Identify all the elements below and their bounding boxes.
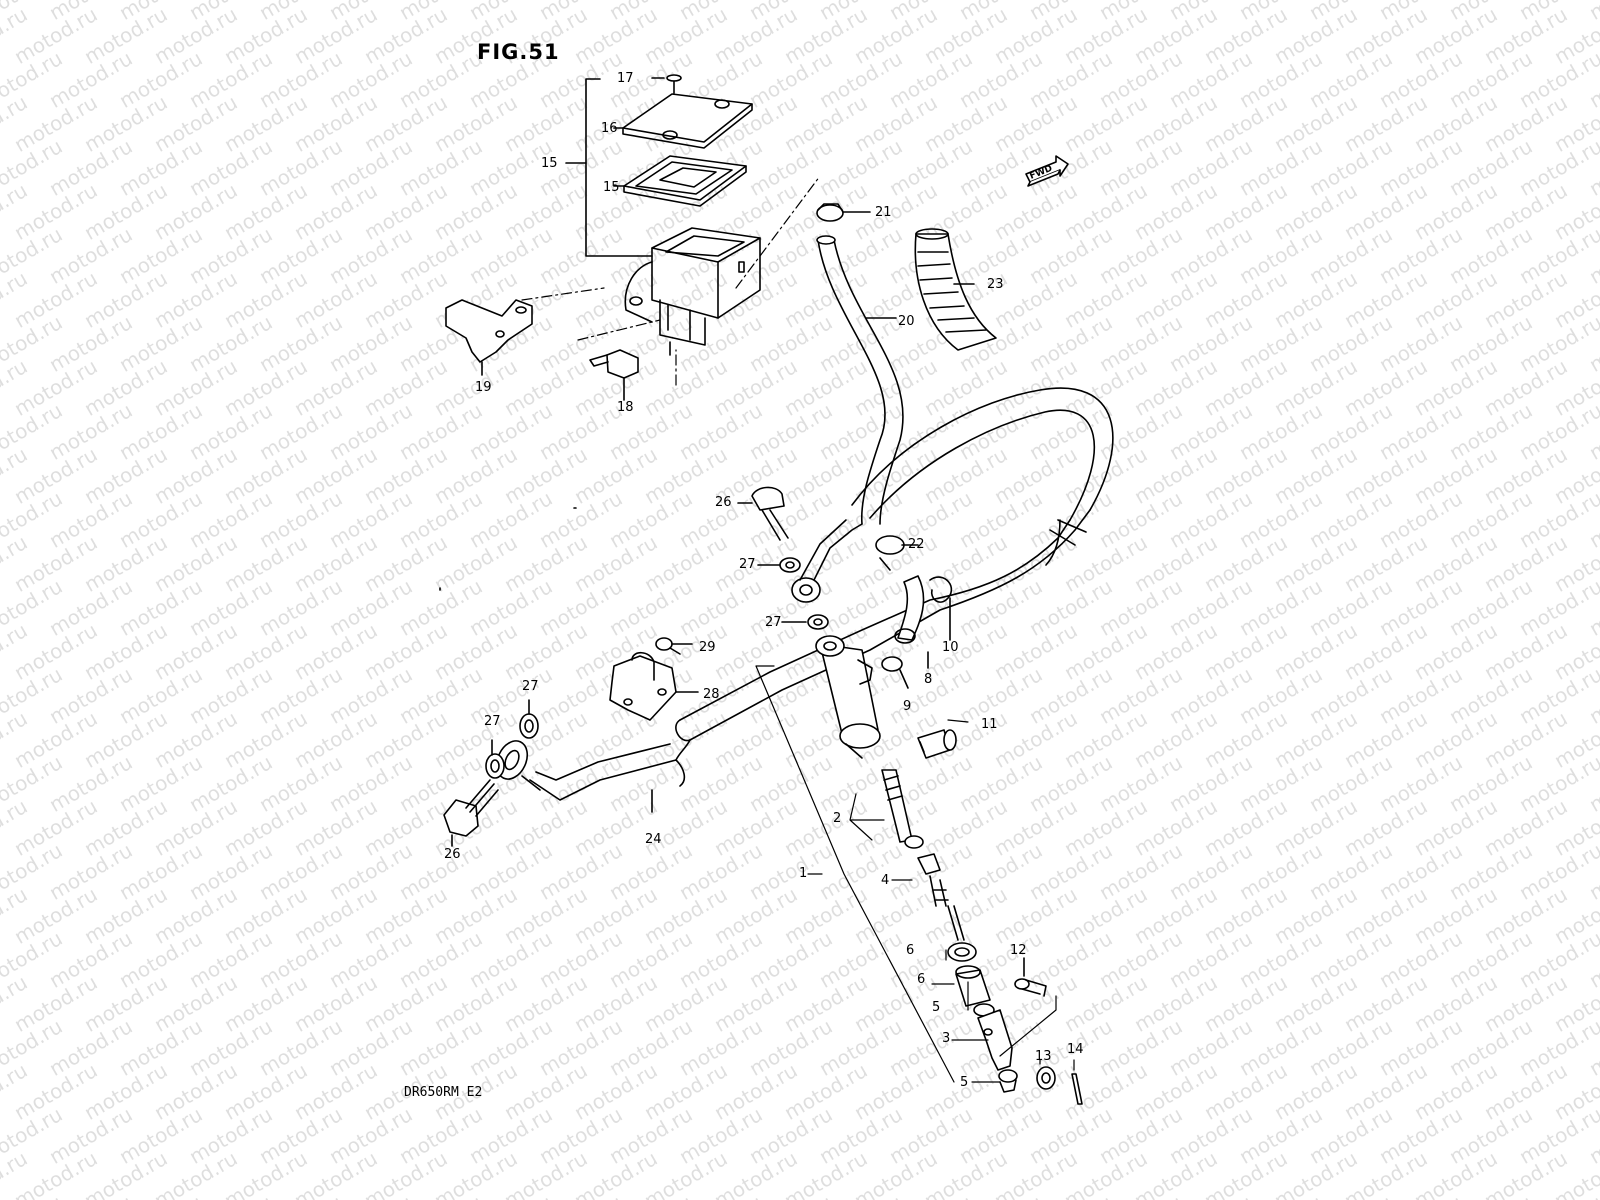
callout-16: 15	[603, 180, 620, 195]
callout-27-lower-left: 27	[484, 714, 501, 729]
callout-17: 16	[601, 121, 618, 136]
callout-7: 6	[906, 943, 915, 958]
callout-24: 23	[987, 277, 1004, 292]
callout-4: 4	[881, 873, 890, 888]
callout-12: 12	[1010, 943, 1027, 958]
bolt-19-drawing	[589, 349, 639, 401]
reservoir-cap-17-drawing	[613, 93, 753, 149]
callout-15: 15	[541, 156, 558, 171]
nut-6-drawing	[955, 965, 991, 1007]
fwd-arrow-drawing	[1025, 155, 1069, 187]
callout-9: 9	[903, 699, 912, 714]
circlip-10-drawing	[929, 576, 953, 641]
leader-lines	[755, 665, 1075, 1083]
callout-22: 21	[875, 205, 892, 220]
brake-hose-25-drawing	[529, 387, 1114, 813]
callout-20: 19	[475, 380, 492, 395]
reservoir-body-15-drawing	[624, 227, 761, 356]
figure-title: FIG.51	[477, 40, 560, 64]
callout-19: 18	[617, 400, 634, 415]
callout-6: 6	[917, 972, 926, 987]
diaphragm-16-drawing	[613, 155, 747, 207]
callout-26-upper: 26	[715, 495, 732, 510]
clevis-3-drawing	[977, 1009, 1013, 1071]
alignment-lines	[521, 175, 821, 386]
callout-5-lower: 5	[960, 1075, 969, 1090]
bracket-20-drawing	[445, 299, 533, 376]
callout-8: 8	[924, 672, 933, 687]
callout-23: 22	[908, 537, 925, 552]
leader-15-bracket	[585, 78, 653, 257]
callout-27-middle: 27	[765, 615, 782, 630]
callout-14: 14	[1067, 1042, 1084, 1057]
joint-8-drawing	[894, 575, 929, 669]
nut-5-drawing-b	[998, 1069, 1018, 1093]
callout-28: 28	[703, 687, 720, 702]
callout-27-lower-right: 27	[522, 679, 539, 694]
screw-18-drawing	[651, 74, 682, 94]
clamp-23-drawing	[875, 535, 919, 571]
union-bolt-26-drawing-a	[443, 779, 499, 847]
banjo-fitting-upper-drawing	[791, 519, 863, 603]
clamp-22-drawing	[816, 203, 871, 222]
washer-13-drawing	[1036, 1066, 1056, 1090]
model-code: DR650RM E2	[404, 1085, 483, 1100]
callout-10: 10	[942, 640, 959, 655]
callout-5-upper: 5	[932, 1000, 941, 1015]
push-rod-assembly-drawing	[881, 769, 965, 941]
reservoir-hose-21-drawing	[816, 235, 904, 525]
master-cylinder-body-drawing	[815, 635, 881, 759]
union-bolt-26-drawing-b	[737, 486, 789, 541]
callout-18: 17	[617, 71, 634, 86]
callout-13: 13	[1035, 1049, 1052, 1064]
cotter-pin-14-drawing	[1071, 1073, 1083, 1105]
clevis-pin-12-drawing	[1014, 957, 1047, 997]
leader-1-bracket	[755, 665, 955, 1083]
o-ring-9-drawing	[881, 656, 909, 689]
washer-27-drawing-c	[757, 557, 801, 573]
boot-7-drawing	[947, 942, 977, 962]
callout-1: 1	[799, 866, 808, 881]
washer-27-drawing-a	[519, 699, 539, 739]
callout-27-upper: 27	[739, 557, 756, 572]
protector-boot-24-drawing	[914, 228, 997, 351]
callout-11: 11	[981, 717, 998, 732]
bolt-11-drawing	[917, 729, 957, 759]
callout-2: 2	[833, 811, 842, 826]
callout-21: 20	[898, 314, 915, 329]
washer-27-drawing-d	[781, 614, 829, 630]
callout-25: 24	[645, 832, 662, 847]
callout-29: 29	[699, 640, 716, 655]
washer-27-drawing-b	[485, 739, 505, 779]
screw-29-drawing	[655, 637, 693, 655]
callout-3: 3	[942, 1031, 951, 1046]
callout-26-lower: 26	[444, 847, 461, 862]
hose-clamp-28-drawing	[609, 651, 699, 721]
